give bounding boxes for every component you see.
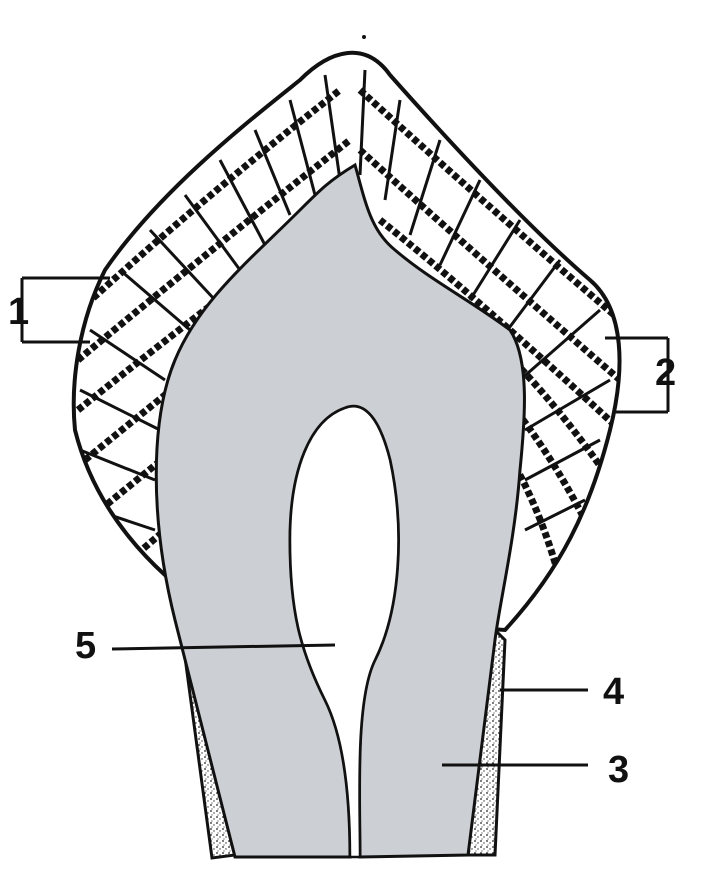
speck: [362, 35, 366, 39]
label-1: 1: [8, 291, 29, 333]
label-3: 3: [608, 749, 629, 791]
leader-5: [111, 643, 336, 651]
pulp-cavity: [288, 405, 400, 859]
label-5: 5: [75, 625, 96, 667]
label-2: 2: [655, 352, 676, 394]
bracket-2: [605, 336, 670, 414]
bracket-1: [20, 276, 110, 344]
label-4: 4: [603, 671, 624, 713]
